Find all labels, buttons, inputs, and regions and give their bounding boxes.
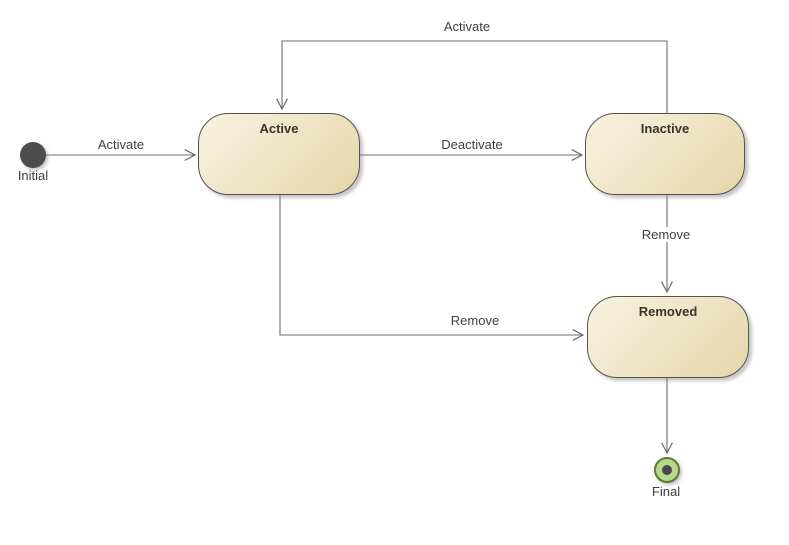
state-removed[interactable]: Removed — [587, 296, 749, 378]
edge-active-removed — [279, 194, 585, 341]
final-node-label: Final — [651, 484, 681, 499]
edge-label-deactivate: Deactivate — [439, 137, 505, 152]
edge-inactive-active — [276, 40, 668, 113]
final-node-dot — [662, 465, 672, 475]
state-removed-label: Removed — [638, 304, 698, 319]
state-active[interactable]: Active — [198, 113, 360, 195]
edge-label-remove-bottom: Remove — [448, 313, 502, 328]
state-inactive-label: Inactive — [640, 121, 690, 136]
edge-label-remove-right: Remove — [639, 227, 693, 242]
initial-node-label: Initial — [17, 168, 49, 183]
edge-label-activate-top: Activate — [441, 19, 493, 34]
final-node[interactable] — [654, 457, 680, 483]
edge-label-activate-initial: Activate — [95, 137, 147, 152]
state-active-label: Active — [259, 121, 299, 136]
initial-node[interactable] — [20, 142, 46, 168]
state-inactive[interactable]: Inactive — [585, 113, 745, 195]
